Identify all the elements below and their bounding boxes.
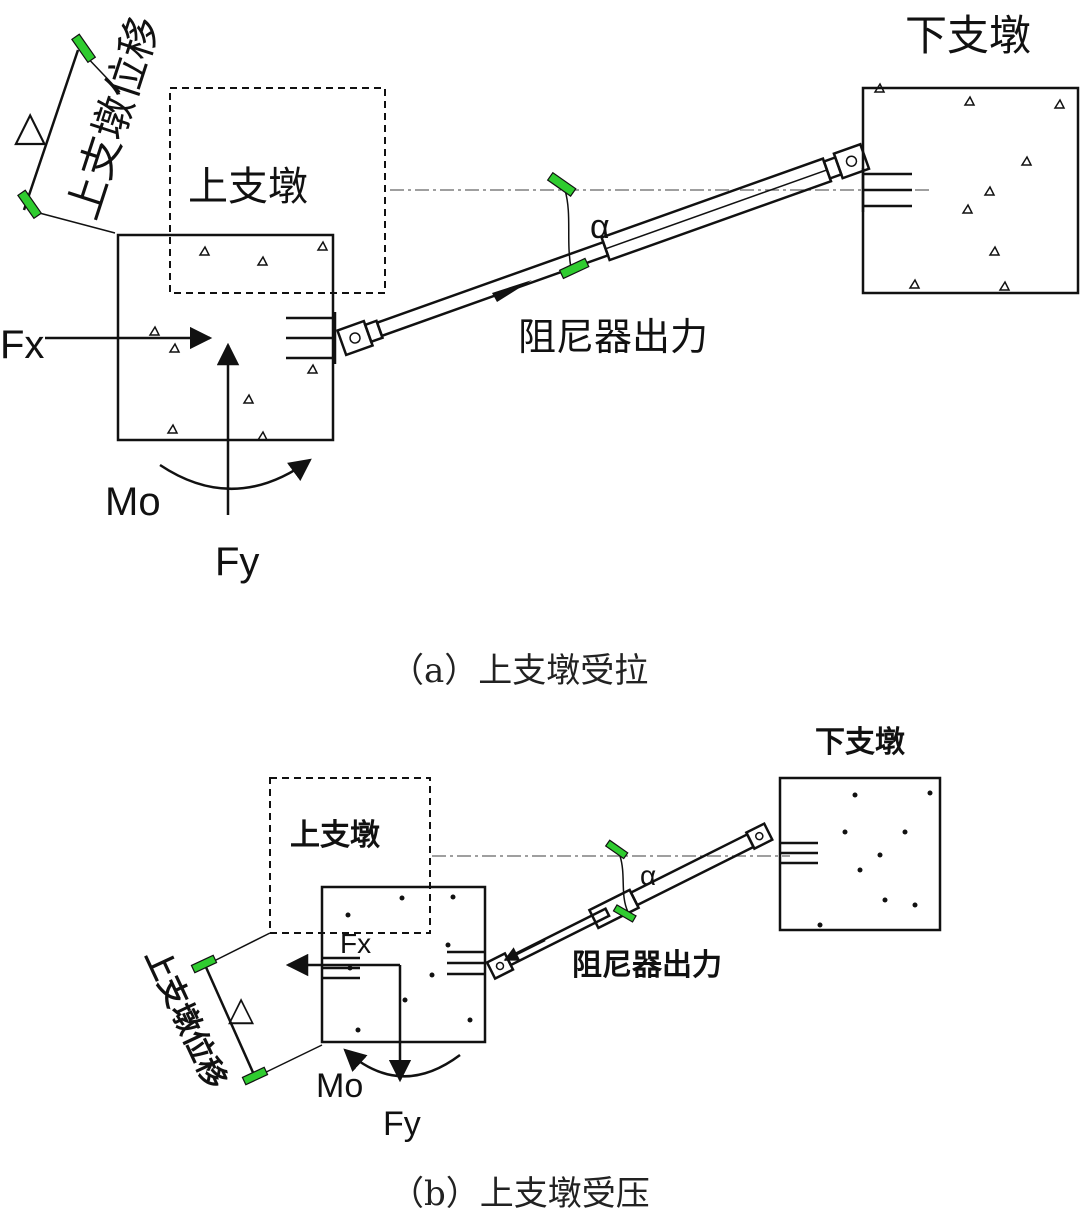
concrete-texture — [345, 790, 933, 1033]
fx-label: Fx — [0, 323, 44, 367]
angle-marker-top — [604, 839, 629, 860]
concrete-texture — [148, 82, 1066, 441]
mo-label: Mo — [316, 1067, 363, 1105]
embedded-plate-lower — [780, 841, 818, 865]
caption-b: （b）上支墩受压 — [390, 1174, 650, 1214]
angle-marker-bottom — [612, 904, 637, 923]
upper-pier-label: 上支墩 — [290, 818, 381, 853]
fx-label: Fx — [340, 928, 371, 959]
angle-label: α — [640, 860, 656, 891]
angle-leader — [619, 855, 629, 913]
displacement-dimension: △ 上支墩位移 — [138, 932, 323, 1095]
fy-label: Fy — [383, 1105, 421, 1143]
damper-force-arrow — [492, 280, 532, 302]
embedded-plate-left — [322, 956, 360, 980]
embedded-plate-upper — [447, 950, 485, 976]
damper-force-label: 阻尼器出力 — [518, 315, 708, 359]
angle-label: α — [590, 208, 610, 246]
upper-pier-original-outline — [169, 87, 386, 294]
angle-leader — [564, 189, 572, 269]
mo-arrow — [343, 1048, 461, 1078]
angle-marker-bottom — [558, 257, 590, 280]
damper-assembly — [485, 821, 774, 981]
panel-a: 上支墩 下支墩 — [0, 10, 1080, 691]
caption-a: （a）上支墩受拉 — [390, 651, 648, 691]
angle-marker-top — [546, 171, 577, 197]
displacement-dimension: △ 上支墩位移 — [14, 10, 169, 234]
fy-label: Fy — [215, 540, 259, 584]
mo-label: Mo — [105, 480, 161, 524]
delta-symbol: △ — [14, 102, 47, 149]
lower-pier-label: 下支墩 — [815, 725, 906, 760]
embedded-plate-upper — [286, 312, 337, 364]
damper-assembly — [335, 142, 871, 357]
embedded-plate-lower — [861, 168, 912, 212]
mo-arrow — [159, 458, 312, 490]
damper-force-label: 阻尼器出力 — [572, 948, 722, 983]
damper-force-arrow — [503, 938, 546, 962]
delta-symbol: △ — [228, 990, 255, 1028]
displacement-label: 上支墩位移 — [138, 944, 233, 1095]
upper-pier-label: 上支墩 — [188, 164, 308, 210]
lower-pier-label: 下支墩 — [905, 11, 1031, 60]
panel-b: 上支墩 下支墩 — [138, 725, 942, 1214]
upper-pier-original-outline — [269, 777, 431, 934]
